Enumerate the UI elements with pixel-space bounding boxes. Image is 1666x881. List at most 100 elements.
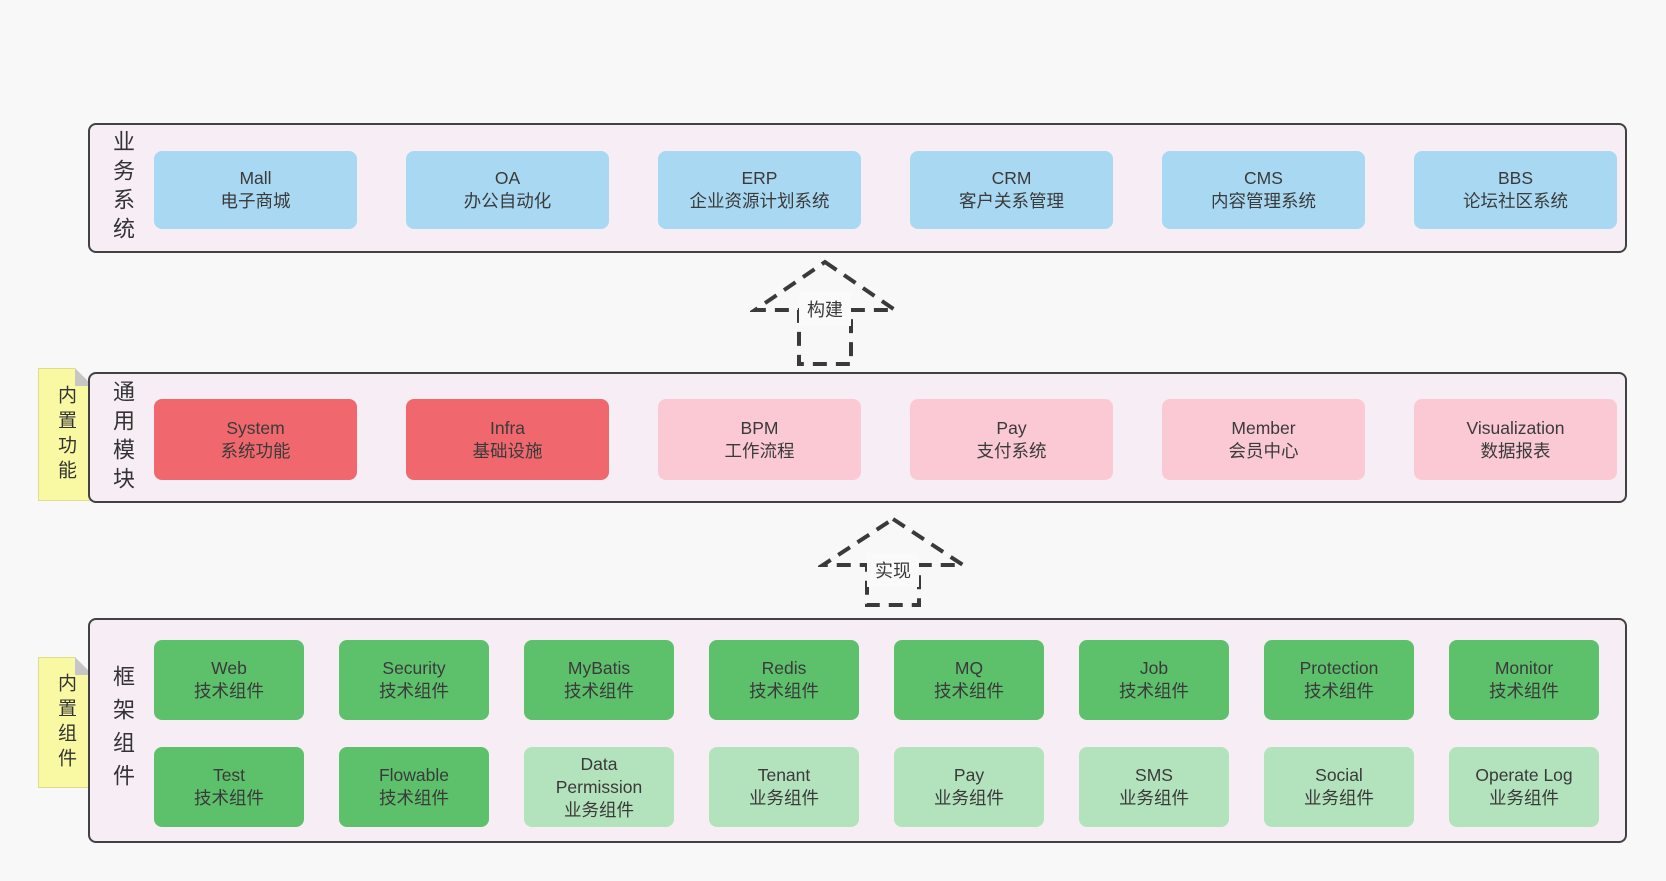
box-title: BPM — [740, 417, 779, 438]
box-visualization: Visualization 数据报表 — [1414, 399, 1617, 480]
box-title: System — [226, 417, 285, 438]
box-subtitle: 技术组件 — [749, 681, 819, 701]
box-title: Flowable — [378, 765, 450, 785]
box-title: SMS — [1135, 765, 1173, 785]
box-title: OA — [494, 168, 521, 188]
box-title: CRM — [991, 168, 1032, 188]
box-subtitle: 技术组件 — [1304, 681, 1374, 701]
box-title: Redis — [761, 658, 807, 678]
box-web: Web 技术组件 — [154, 640, 304, 720]
box-pay-component: Pay 业务组件 — [894, 747, 1044, 827]
box-system: System 系统功能 — [154, 399, 357, 480]
band-label-components: 框架组件 — [110, 664, 135, 797]
box-protection: Protection 技术组件 — [1264, 640, 1414, 720]
box-title: Protection — [1299, 658, 1379, 678]
band-label-modules: 通用模块 — [110, 379, 135, 496]
modules-box-row: System 系统功能 Infra 基础设施 BPM 工作流程 Pay 支付系统… — [154, 399, 1617, 480]
box-subtitle: 技术组件 — [194, 788, 264, 808]
box-subtitle: 基础设施 — [472, 440, 543, 461]
box-title: Data Permission — [555, 753, 643, 797]
band-business-systems: 业务系统 Mall 电子商城 OA 办公自动化 ERP 企业资源计划系统 CRM… — [88, 123, 1627, 253]
box-title: Monitor — [1494, 658, 1554, 678]
box-title: Job — [1139, 658, 1169, 678]
box-title: ERP — [741, 168, 778, 188]
box-title: Web — [211, 658, 247, 678]
sticky-label: 内置组件 — [55, 672, 76, 773]
box-subtitle: 业务组件 — [934, 788, 1004, 808]
box-subtitle: 技术组件 — [1489, 681, 1559, 701]
sticky-label: 内置功能 — [55, 384, 76, 485]
box-subtitle: 内容管理系统 — [1211, 191, 1316, 211]
box-title: Pay — [953, 765, 985, 785]
box-pay-system: Pay 支付系统 — [910, 399, 1113, 480]
sticky-built-in-components: 内置组件 — [38, 657, 93, 788]
box-crm: CRM 客户关系管理 — [910, 151, 1113, 229]
box-redis: Redis 技术组件 — [709, 640, 859, 720]
box-subtitle: 技术组件 — [379, 681, 449, 701]
box-mq: MQ 技术组件 — [894, 640, 1044, 720]
box-subtitle: 技术组件 — [564, 681, 634, 701]
box-title: Pay — [996, 417, 1027, 438]
box-title: MQ — [954, 658, 984, 678]
build-arrow-icon: 构建 — [750, 256, 900, 368]
box-tenant: Tenant 业务组件 — [709, 747, 859, 827]
business-box-row: Mall 电子商城 OA 办公自动化 ERP 企业资源计划系统 CRM 客户关系… — [154, 151, 1617, 229]
box-title: BBS — [1497, 168, 1534, 188]
box-monitor: Monitor 技术组件 — [1449, 640, 1599, 720]
box-bbs: BBS 论坛社区系统 — [1414, 151, 1617, 229]
box-subtitle: 业务组件 — [1119, 788, 1189, 808]
box-subtitle: 系统功能 — [220, 440, 291, 461]
box-subtitle: 论坛社区系统 — [1463, 191, 1568, 211]
box-subtitle: 技术组件 — [194, 681, 264, 701]
box-flowable: Flowable 技术组件 — [339, 747, 489, 827]
box-title: Visualization — [1466, 417, 1565, 438]
box-subtitle: 会员中心 — [1228, 440, 1299, 461]
implement-arrow-icon: 实现 — [818, 515, 968, 609]
box-member: Member 会员中心 — [1162, 399, 1365, 480]
box-title: Social — [1315, 765, 1363, 785]
box-erp: ERP 企业资源计划系统 — [658, 151, 861, 229]
band-framework-components: 框架组件 Web 技术组件 Security 技术组件 MyBatis 技术组件… — [88, 618, 1627, 843]
box-security: Security 技术组件 — [339, 640, 489, 720]
box-data-permission: Data Permission 业务组件 — [524, 747, 674, 827]
box-job: Job 技术组件 — [1079, 640, 1229, 720]
box-title: Tenant — [757, 765, 811, 785]
band-common-modules: 通用模块 System 系统功能 Infra 基础设施 BPM 工作流程 Pay… — [88, 372, 1627, 503]
box-title: Infra — [489, 417, 526, 438]
sticky-built-in-features: 内置功能 — [38, 368, 93, 501]
box-subtitle: 数据报表 — [1480, 440, 1551, 461]
box-subtitle: 业务组件 — [749, 788, 819, 808]
box-title: Operate Log — [1475, 765, 1573, 785]
box-subtitle: 支付系统 — [976, 440, 1047, 461]
box-test: Test 技术组件 — [154, 747, 304, 827]
box-subtitle: 工作流程 — [724, 440, 795, 461]
box-title: Member — [1231, 417, 1296, 438]
box-subtitle: 技术组件 — [379, 788, 449, 808]
box-mall: Mall 电子商城 — [154, 151, 357, 229]
box-subtitle: 电子商城 — [220, 191, 291, 211]
box-cms: CMS 内容管理系统 — [1162, 151, 1365, 229]
box-title: MyBatis — [567, 658, 631, 678]
box-title: Test — [212, 765, 246, 785]
box-subtitle: 业务组件 — [1304, 788, 1374, 808]
box-oa: OA 办公自动化 — [406, 151, 609, 229]
box-sms: SMS 业务组件 — [1079, 747, 1229, 827]
box-infra: Infra 基础设施 — [406, 399, 609, 480]
box-bpm: BPM 工作流程 — [658, 399, 861, 480]
box-operate-log: Operate Log 业务组件 — [1449, 747, 1599, 827]
box-title: CMS — [1244, 168, 1283, 188]
box-social: Social 业务组件 — [1264, 747, 1414, 827]
box-subtitle: 客户关系管理 — [959, 191, 1064, 211]
box-subtitle: 企业资源计划系统 — [689, 191, 830, 211]
box-title: Security — [382, 658, 446, 678]
build-arrow-label: 构建 — [799, 292, 851, 326]
band-label-business: 业务系统 — [110, 130, 135, 246]
box-mybatis: MyBatis 技术组件 — [524, 640, 674, 720]
components-box-row-2: Test 技术组件 Flowable 技术组件 Data Permission … — [154, 747, 1599, 827]
box-subtitle: 业务组件 — [1489, 788, 1559, 808]
box-subtitle: 业务组件 — [564, 799, 634, 820]
implement-arrow-label: 实现 — [867, 553, 919, 587]
box-title: Mall — [239, 168, 272, 188]
box-subtitle: 技术组件 — [934, 681, 1004, 701]
